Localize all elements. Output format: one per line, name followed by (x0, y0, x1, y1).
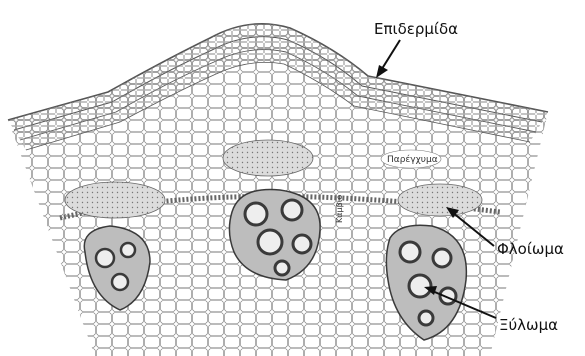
phloem-bundle-left (65, 182, 165, 218)
epidermis-arrow (380, 40, 400, 72)
epidermis-label: Επιδερμίδα (374, 22, 458, 37)
phloem-label: Φλοίωμα (497, 242, 564, 257)
phloem-bundle-center (223, 140, 313, 176)
parenchyma-label: Παρέγχυμα (387, 156, 438, 165)
phloem-bundle-right (398, 184, 482, 216)
cambium-label: Κάμβιο (336, 195, 344, 223)
xylem-label: Ξύλωμα (499, 318, 558, 333)
